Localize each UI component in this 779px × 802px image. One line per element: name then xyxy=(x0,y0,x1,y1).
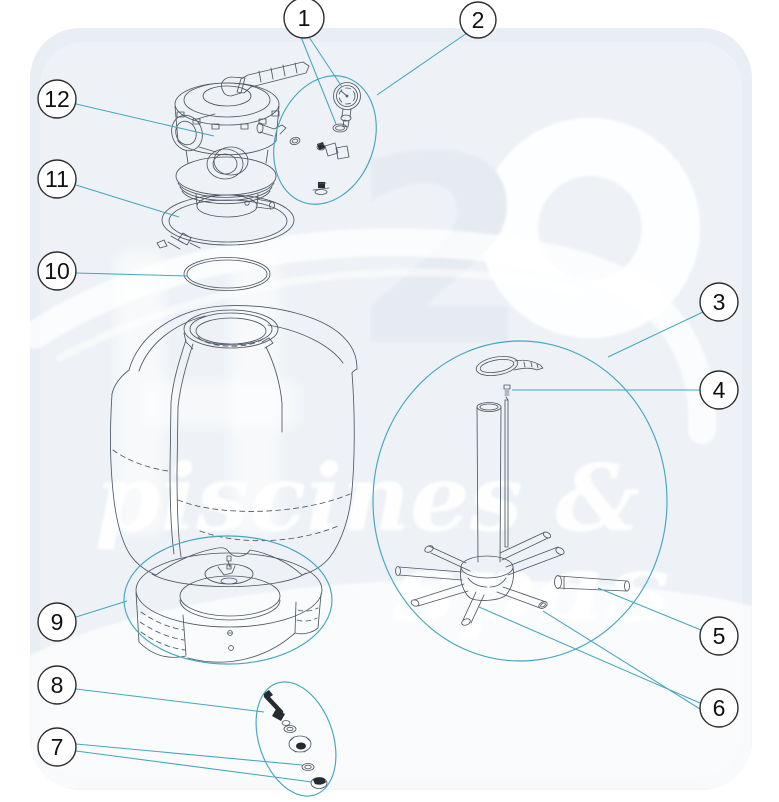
callout-number-3: 3 xyxy=(713,289,726,315)
group-ellipse-base xyxy=(123,535,333,665)
callout-circle-1 xyxy=(283,0,325,39)
washer-drawing xyxy=(283,725,297,733)
clamp-ring-drawing xyxy=(156,194,295,250)
standpipe-drawing xyxy=(476,399,509,563)
leader-line-7 xyxy=(75,743,303,766)
drain-valve-drawing xyxy=(312,182,330,195)
drain-cap-drawing xyxy=(310,777,328,789)
callout-number-7: 7 xyxy=(51,734,64,760)
group-ellipse-valve-accessories xyxy=(273,75,377,205)
sight-glass-drawing xyxy=(316,142,350,160)
group-ellipse-lateral-assembly xyxy=(372,340,668,662)
watermark-bottom-wave xyxy=(30,579,752,790)
filter-tank-drawing xyxy=(110,305,358,588)
leader-line-10 xyxy=(75,272,189,277)
leader-line-8 xyxy=(75,688,265,713)
base-stand-drawing xyxy=(135,552,323,663)
callout-number-8: 8 xyxy=(51,672,64,698)
leader-line-11 xyxy=(75,184,180,218)
drain-parts-group xyxy=(263,690,328,789)
callout-circle-8 xyxy=(37,665,77,705)
lateral-tubes-drawing xyxy=(395,531,565,626)
callout-circle-9 xyxy=(37,602,77,642)
callout-number-2: 2 xyxy=(472,7,485,33)
callout-number-6: 6 xyxy=(713,695,726,721)
watermark-text-line2: spas xyxy=(392,534,670,642)
callout-circle-5 xyxy=(699,616,739,656)
pressure-gauge-drawing xyxy=(333,82,361,128)
tank-oring-drawing xyxy=(183,257,271,291)
gauge-oring xyxy=(332,123,348,133)
watermark-swoosh xyxy=(21,228,717,444)
leader-line-3 xyxy=(607,311,704,358)
drain-screw-part4 xyxy=(503,384,511,401)
valve-left-port-union xyxy=(171,114,203,152)
union-nut-drawing xyxy=(288,735,312,753)
callout-number-4: 4 xyxy=(713,377,726,403)
callout-circle-4 xyxy=(699,370,739,410)
watermark-text-line1: piscines & xyxy=(95,444,640,552)
group-ellipse-drain-parts xyxy=(255,681,337,797)
bolt-drawing xyxy=(263,690,291,726)
leader-line-12 xyxy=(75,103,215,137)
leader-line-6 xyxy=(478,606,701,704)
valve-front-port-union xyxy=(206,148,244,180)
callout-circle-10 xyxy=(37,251,77,291)
watermark-swoosh-thin xyxy=(56,268,584,362)
standpipe-lateral-assembly-drawing xyxy=(395,355,565,626)
callout-circle-6 xyxy=(699,688,739,728)
valve-accessories-group xyxy=(289,82,361,195)
lateral-tube-part5-drawing xyxy=(554,575,630,592)
callout-number-1: 1 xyxy=(298,5,311,31)
watermark-h2o-logo: 2 piscines & spas xyxy=(21,102,752,790)
callout-number-5: 5 xyxy=(713,623,726,649)
callout-number-12: 12 xyxy=(44,86,70,112)
leader-line-2 xyxy=(376,32,468,96)
callout-circle-11 xyxy=(37,159,77,199)
leader-line-7 xyxy=(75,750,313,783)
callout-number-10: 10 xyxy=(44,258,70,284)
leader-line-6 xyxy=(542,610,701,710)
cable-tie-drawing xyxy=(475,355,544,377)
callout-circle-2 xyxy=(459,1,497,39)
valve-handle xyxy=(221,61,310,97)
callout-circle-12 xyxy=(37,79,77,119)
callout-circle-7 xyxy=(37,727,77,767)
leader-line-9 xyxy=(75,600,128,618)
callout-number-9: 9 xyxy=(51,609,64,635)
callout-number-11: 11 xyxy=(45,166,69,192)
drain-oring-drawing xyxy=(301,763,315,771)
small-oring xyxy=(289,136,301,146)
leader-line-1 xyxy=(308,36,343,88)
leader-line-5 xyxy=(597,587,702,631)
leader-line-1 xyxy=(300,36,337,125)
callout-circle-3 xyxy=(699,282,739,322)
